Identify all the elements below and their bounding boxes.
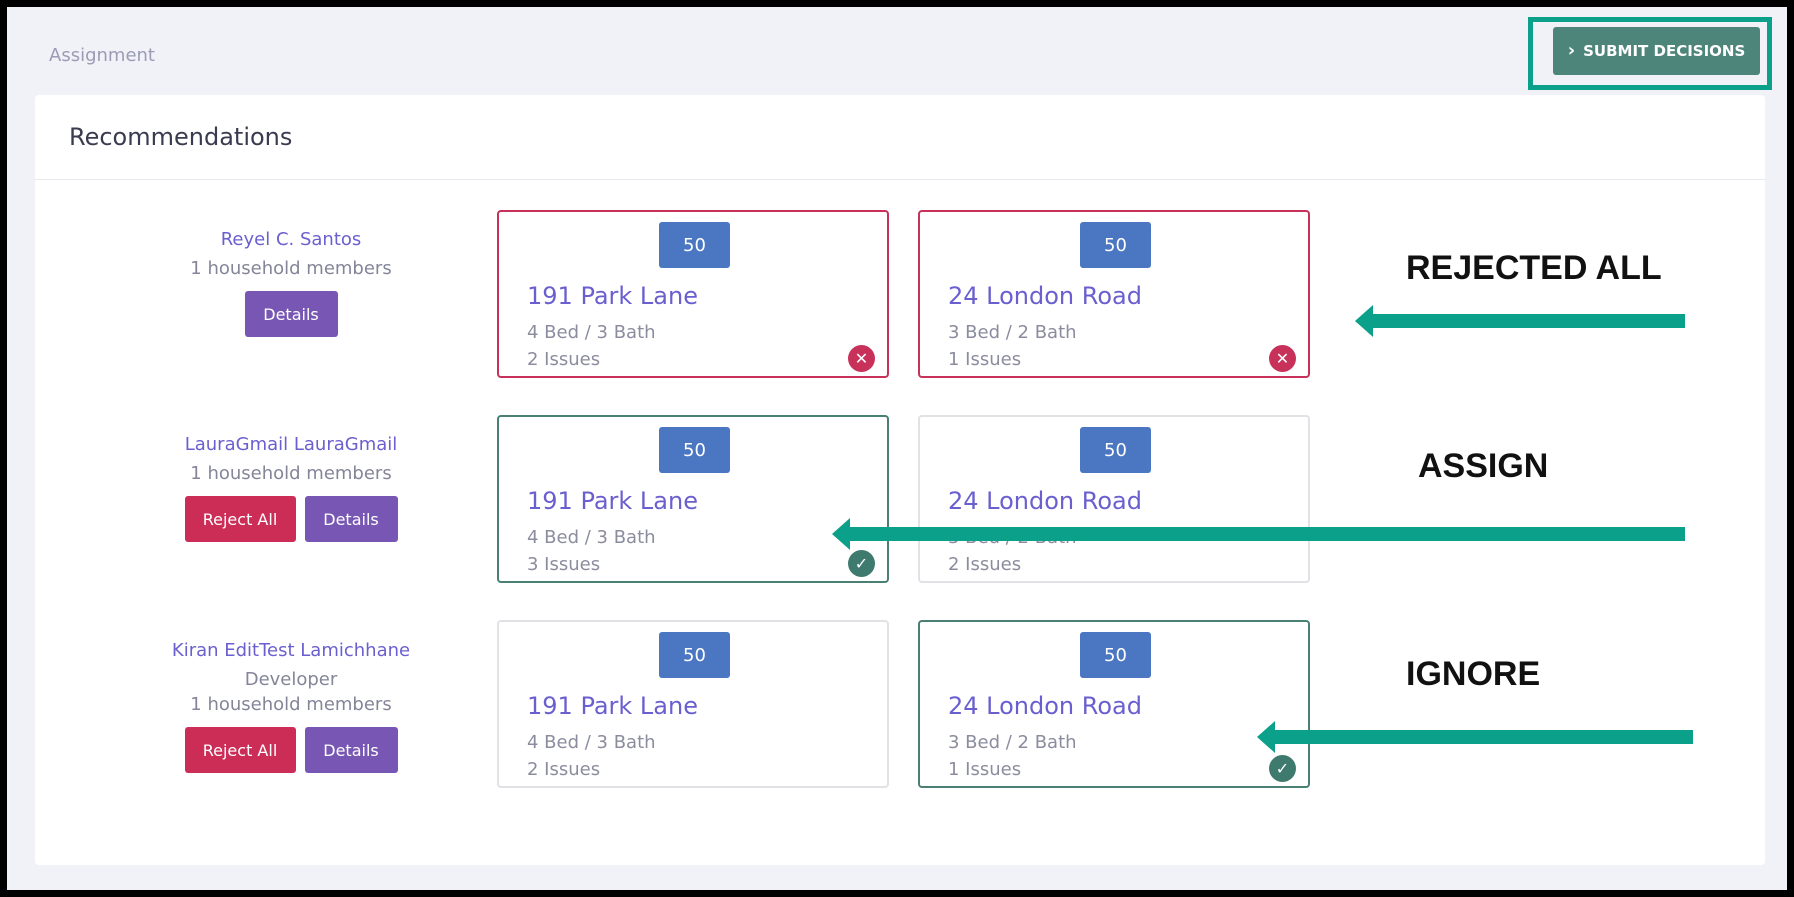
applicant-actions: Reject All Details xyxy=(141,496,441,542)
score-badge: 50 xyxy=(1080,427,1151,473)
reject-all-button[interactable]: Reject All xyxy=(184,496,296,542)
applicant-name: LauraGmail LauraGmail xyxy=(184,434,398,455)
check-circle-icon: ✓ xyxy=(848,550,875,577)
chevron-right-icon: › xyxy=(1567,40,1576,61)
applicant-name: Kiran EditTest Lamichhane xyxy=(171,640,411,661)
arrow-left-icon xyxy=(1355,305,1373,337)
property-card-191-park-lane[interactable]: 50 191 Park Lane 4 Bed / 3 Bath 2 Issues xyxy=(497,620,889,788)
check-circle-icon: ✓ xyxy=(1269,755,1296,782)
arrow-shaft xyxy=(1371,314,1685,328)
card-divider xyxy=(35,179,1765,180)
applicant-kiran: Kiran EditTest Lamichhane Developer 1 ho… xyxy=(141,640,441,773)
submit-decisions-button[interactable]: › SUBMIT DECISIONS xyxy=(1553,27,1760,75)
property-card-191-park-lane[interactable]: 50 191 Park Lane 4 Bed / 3 Bath 3 Issues… xyxy=(497,415,889,583)
applicant-actions: Reject All Details xyxy=(141,727,441,773)
property-issues: 1 Issues xyxy=(948,759,1022,780)
household-count: 1 household members xyxy=(190,258,392,279)
annotation-rejected-all: REJECTED ALL xyxy=(1406,249,1662,287)
property-beds: 4 Bed / 3 Bath xyxy=(527,322,656,343)
property-address: 191 Park Lane xyxy=(527,282,698,310)
annotation-assign: ASSIGN xyxy=(1418,447,1549,485)
property-card-24-london-road[interactable]: 50 24 London Road 3 Bed / 2 Bath 1 Issue… xyxy=(918,620,1310,788)
property-beds: 4 Bed / 3 Bath xyxy=(527,732,656,753)
score-badge: 50 xyxy=(659,222,730,268)
details-button[interactable]: Details xyxy=(244,291,338,337)
score-badge: 50 xyxy=(659,427,730,473)
arrow-shaft xyxy=(1273,730,1693,744)
submit-decisions-label: SUBMIT DECISIONS xyxy=(1583,42,1746,60)
applicant-name: Reyel C. Santos xyxy=(220,229,362,250)
property-beds: 4 Bed / 3 Bath xyxy=(527,527,656,548)
score-badge: 50 xyxy=(659,632,730,678)
property-card-191-park-lane[interactable]: 50 191 Park Lane 4 Bed / 3 Bath 2 Issues… xyxy=(497,210,889,378)
arrow-left-icon xyxy=(832,518,850,550)
app-frame: Assignment › SUBMIT DECISIONS Recommenda… xyxy=(7,7,1787,890)
details-button[interactable]: Details xyxy=(304,496,398,542)
property-issues: 2 Issues xyxy=(527,759,601,780)
property-address: 24 London Road xyxy=(948,487,1142,515)
x-circle-icon: ✕ xyxy=(848,345,875,372)
details-button[interactable]: Details xyxy=(304,727,398,773)
property-card-24-london-road[interactable]: 50 24 London Road 3 Bed / 2 Bath 1 Issue… xyxy=(918,210,1310,378)
property-issues: 2 Issues xyxy=(948,554,1022,575)
property-address: 24 London Road xyxy=(948,282,1142,310)
arrow-shaft xyxy=(848,527,1685,541)
x-circle-icon: ✕ xyxy=(1269,345,1296,372)
property-address: 191 Park Lane xyxy=(527,487,698,515)
property-address: 191 Park Lane xyxy=(527,692,698,720)
applicant-laura: LauraGmail LauraGmail 1 household member… xyxy=(141,434,441,542)
property-issues: 1 Issues xyxy=(948,349,1022,370)
applicant-actions: Details xyxy=(141,291,441,337)
arrow-left-icon xyxy=(1257,721,1275,753)
reject-all-button[interactable]: Reject All xyxy=(184,727,296,773)
submit-highlight-box xyxy=(1528,17,1772,90)
score-badge: 50 xyxy=(1080,632,1151,678)
household-count: 1 household members xyxy=(190,463,392,484)
breadcrumb: Assignment xyxy=(49,45,155,66)
property-address: 24 London Road xyxy=(948,692,1142,720)
applicant-role: Developer xyxy=(244,669,338,690)
property-card-24-london-road[interactable]: 50 24 London Road 3 Bed / 2 Bath 2 Issue… xyxy=(918,415,1310,583)
page-title: Recommendations xyxy=(69,123,293,151)
score-badge: 50 xyxy=(1080,222,1151,268)
household-count: 1 household members xyxy=(190,694,392,715)
annotation-ignore: IGNORE xyxy=(1406,655,1541,693)
property-beds: 3 Bed / 2 Bath xyxy=(948,322,1077,343)
property-issues: 2 Issues xyxy=(527,349,601,370)
property-issues: 3 Issues xyxy=(527,554,601,575)
property-beds: 3 Bed / 2 Bath xyxy=(948,732,1077,753)
applicant-reyel: Reyel C. Santos 1 household members Deta… xyxy=(141,229,441,337)
